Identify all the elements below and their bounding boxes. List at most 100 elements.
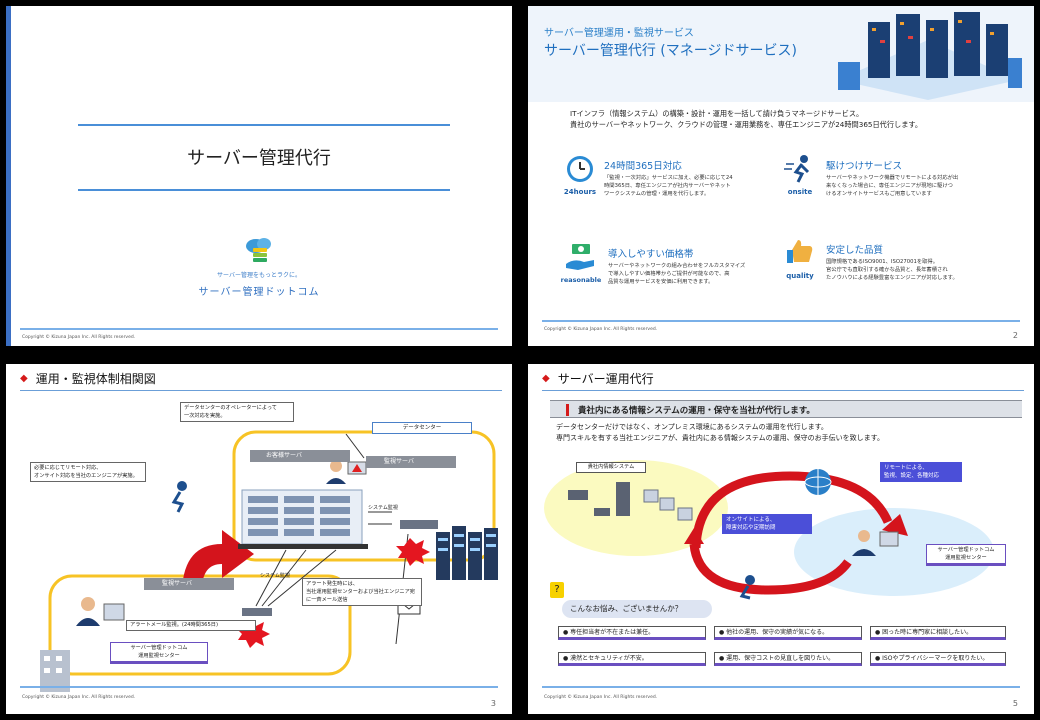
onsite-callout: 必要に応じてリモート対応、 オンサイト対応を当社のエンジニアが実施。	[30, 462, 146, 482]
operator-callout-line-1: データセンターのオペレーターによって	[184, 405, 277, 411]
check-item-5: ● 運用、保守コストの見直しを図りたい。	[714, 652, 862, 666]
feature-price-desc: サーバーやネットワークの組み合わせをフルカスタマイズ で導入しやすい価格帯からご…	[608, 262, 784, 286]
slide-monitoring-diagram[interactable]: ◆ 運用・監視体制相関図	[6, 364, 512, 714]
alert-callout-line-2: 当社運用監視センターおよび当社エンジニア宛	[306, 589, 415, 595]
slide-title-text: サーバー管理代行	[187, 148, 331, 169]
slide-heading-text: 運用・監視体制相関図	[35, 372, 156, 386]
check-item-4-text: 漠然とセキュリティが不安。	[570, 655, 648, 662]
copyright: Copyright © Kizuna Japan Inc. All Rights…	[22, 695, 136, 700]
thumbs-up-icon	[787, 240, 813, 263]
banner: 貴社内にある情報システムの運用・保守を当社が代行します。	[550, 400, 1022, 418]
customer-server-label: お客様サーバ	[250, 450, 350, 462]
feature-onsite-line-2: 来なくなった場合に、専任エンジニアが現地に駆けつ	[826, 183, 953, 189]
feature-price: 導入しやすい価格帯 サーバーやネットワークの組み合わせをフルカスタマイズ で導入…	[608, 246, 784, 286]
feature-price-icon-label: reasonable	[560, 276, 602, 284]
feature-24h-desc: 「監視・一次対応」サービスに加え、必要に応じて24 時間365日、専任エンジニア…	[604, 174, 780, 198]
check-item-1: ● 専任担当者が不在または兼任。	[558, 626, 706, 640]
feature-24h-line-2: 時間365日、専任エンジニアが社内サーバーやネット	[604, 183, 731, 189]
feature-quality-line-2: 官公庁でも直取引する確かな品質と、長年蓄積され	[826, 267, 948, 273]
alert-callout-line-3: に一斉メール送信	[306, 597, 348, 603]
check-item-2: ● 他社の運用、保守の実績が気になる。	[714, 626, 862, 640]
feature-quality-icon-label: quality	[786, 272, 814, 280]
monitor-server-label-2: 監視サーバ	[144, 578, 234, 590]
ops-center-label-line-1: サーバー管理ドットコム	[937, 547, 995, 553]
feature-quality-line-3: たノウハウによる経験豊富なエンジニアが対応します。	[826, 275, 958, 281]
intro-line-2: 貴社のサーバーやネットワーク、クラウドの管理・運用業務を、専任エンジニアが24時…	[570, 120, 923, 129]
feature-24h-icon-label: 24hours	[563, 188, 597, 196]
operator-callout-line-2: 一次対応を実施。	[184, 413, 226, 419]
copyright: Copyright © Kizuna Japan Inc. All Rights…	[22, 335, 136, 340]
datacenter-label: データセンター	[372, 422, 472, 434]
feature-price-icon-wrap: reasonable	[556, 242, 606, 286]
kicker: サーバー管理運用・監視サービス	[544, 28, 694, 39]
operator-callout: データセンターのオペレーターによって 一次対応を実施。	[180, 402, 294, 422]
onsite-callout-line-1: 必要に応じてリモート対応、	[34, 465, 102, 471]
check-item-6: ● ISOやプライバシーマークを取りたい。	[870, 652, 1006, 666]
onsite-label: オンサイトによる、 障害対応や定期訪問	[722, 514, 812, 534]
remote-label: リモートによる、 監視、設定、各種対応	[880, 462, 962, 482]
feature-onsite-line-1: サーバーやネットワーク機器でリモートによる対応が出	[826, 175, 959, 181]
clock-icon	[567, 156, 593, 182]
check-item-2-text: 他社の運用、保守の実績が気になる。	[726, 629, 829, 636]
onsite-label-line-2: 障害対応や定期訪問	[726, 525, 776, 531]
feature-24h-icon-wrap: 24hours	[562, 154, 598, 196]
ops-center-label-line-2: 運用監視センター	[138, 653, 180, 659]
alert-callout: アラート発生時には、 当社運用監視センターおよび当社エンジニア宛 に一斉メール送…	[302, 578, 422, 606]
logo-tagline: サーバー管理をもっとラクに。	[217, 272, 301, 279]
feature-onsite-desc: サーバーやネットワーク機器でリモートによる対応が出 来なくなった場合に、専任エン…	[826, 174, 1006, 198]
feature-price-line-1: サーバーやネットワークの組み合わせをフルカスタマイズ	[608, 263, 746, 269]
ops-center-label-line-2: 運用監視センター	[945, 555, 987, 561]
slide-heading-text: サーバー運用代行	[557, 372, 654, 386]
feature-24h-line-3: ワークシステムの管理・運用を代行します。	[604, 191, 710, 197]
check-item-3-text: 困った時に専門家に相談したい。	[882, 629, 973, 636]
in-house-label: 貴社内情報システム	[576, 462, 646, 473]
slide-heading: ◆ サーバー運用代行	[542, 370, 654, 387]
page-number: 3	[490, 699, 496, 708]
banner-accent	[566, 404, 569, 416]
feature-onsite-line-3: けるオンサイトサービスもご用意しています	[826, 191, 932, 197]
slide-title[interactable]: サーバー管理代行 サーバー管理をもっとラクに。 サーバー管理ドットコム Copy…	[6, 6, 512, 346]
ops-center-label: サーバー管理ドットコム 運用監視センター	[926, 544, 1006, 566]
footer-rule	[20, 328, 498, 330]
slide-server-operation[interactable]: ◆ サーバー運用代行 貴社内にある情報システムの運用・保守を当社が代行します。 …	[528, 364, 1034, 714]
system-monitor-label-1: システム監視	[368, 505, 398, 511]
money-hand-icon	[566, 244, 594, 270]
slide-accent-bar	[6, 6, 11, 346]
desc-line-2: 専門スキルを有する当社エンジニアが、貴社内にある情報システムの運用、保守のお手伝…	[556, 434, 884, 442]
feature-quality-title: 安定した品質	[826, 245, 884, 256]
feature-quality: 安定した品質 国際規格であるISO9001、ISO27001を取得。 官公庁でも…	[826, 242, 1006, 282]
footer-rule	[20, 686, 498, 688]
datacenter-illustration	[838, 12, 1022, 100]
ops-center-label-line-1: サーバー管理ドットコム	[130, 645, 188, 651]
slide-heading: サーバー管理代行 (マネージドサービス)	[544, 43, 797, 59]
diamond-bullet-icon: ◆	[542, 373, 550, 384]
feature-price-line-2: で導入しやすい価格帯からご提供が可能なので、高	[608, 271, 730, 277]
system-monitor-label-2: システム監視	[260, 573, 290, 579]
check-item-4: ● 漠然とセキュリティが不安。	[558, 652, 706, 666]
slide-managed-service[interactable]: サーバー管理運用・監視サービス サーバー管理代行 (マネージドサービス) ITイ…	[528, 6, 1034, 346]
copyright: Copyright © Kizuna Japan Inc. All Rights…	[544, 695, 658, 700]
operation-diagram	[544, 460, 994, 600]
diagram-canvas	[40, 430, 498, 692]
page-number: 5	[1012, 699, 1018, 708]
check-item-6-text: ISOやプライバシーマークを取りたい。	[882, 655, 989, 662]
slide-heading: ◆ 運用・監視体制相関図	[20, 370, 156, 387]
cloud-server-icon	[246, 238, 271, 262]
diamond-bullet-icon: ◆	[20, 373, 28, 384]
worry-bubble: こんなお悩み、ございませんか？	[562, 600, 712, 618]
desc-line-1: データセンターだけではなく、オンプレミス環境にあるシステムの運用を代行します。	[556, 423, 828, 431]
feature-quality-icon-wrap: quality	[778, 236, 822, 286]
feature-24h-line-1: 「監視・一次対応」サービスに加え、必要に応じて24	[604, 175, 733, 181]
check-item-5-text: 運用、保守コストの見直しを図りたい。	[726, 655, 835, 662]
feature-onsite: 駆けつけサービス サーバーやネットワーク機器でリモートによる対応が出 来なくなっ…	[826, 158, 1006, 198]
desc-text: データセンターだけではなく、オンプレミス環境にあるシステムの運用を代行します。 …	[556, 422, 884, 444]
feature-onsite-icon-label: onsite	[787, 188, 813, 196]
page-number: 2	[1012, 331, 1018, 340]
title-rule-top	[78, 124, 450, 126]
footer-rule	[542, 686, 1020, 688]
copyright: Copyright © Kizuna Japan Inc. All Rights…	[544, 327, 658, 332]
title-rule-bottom	[78, 189, 450, 191]
feature-quality-line-1: 国際規格であるISO9001、ISO27001を取得。	[826, 259, 939, 265]
alert-mail-label: アラートメール監視。(24時間365日)	[126, 620, 256, 631]
feature-onsite-title: 駆けつけサービス	[826, 161, 903, 172]
